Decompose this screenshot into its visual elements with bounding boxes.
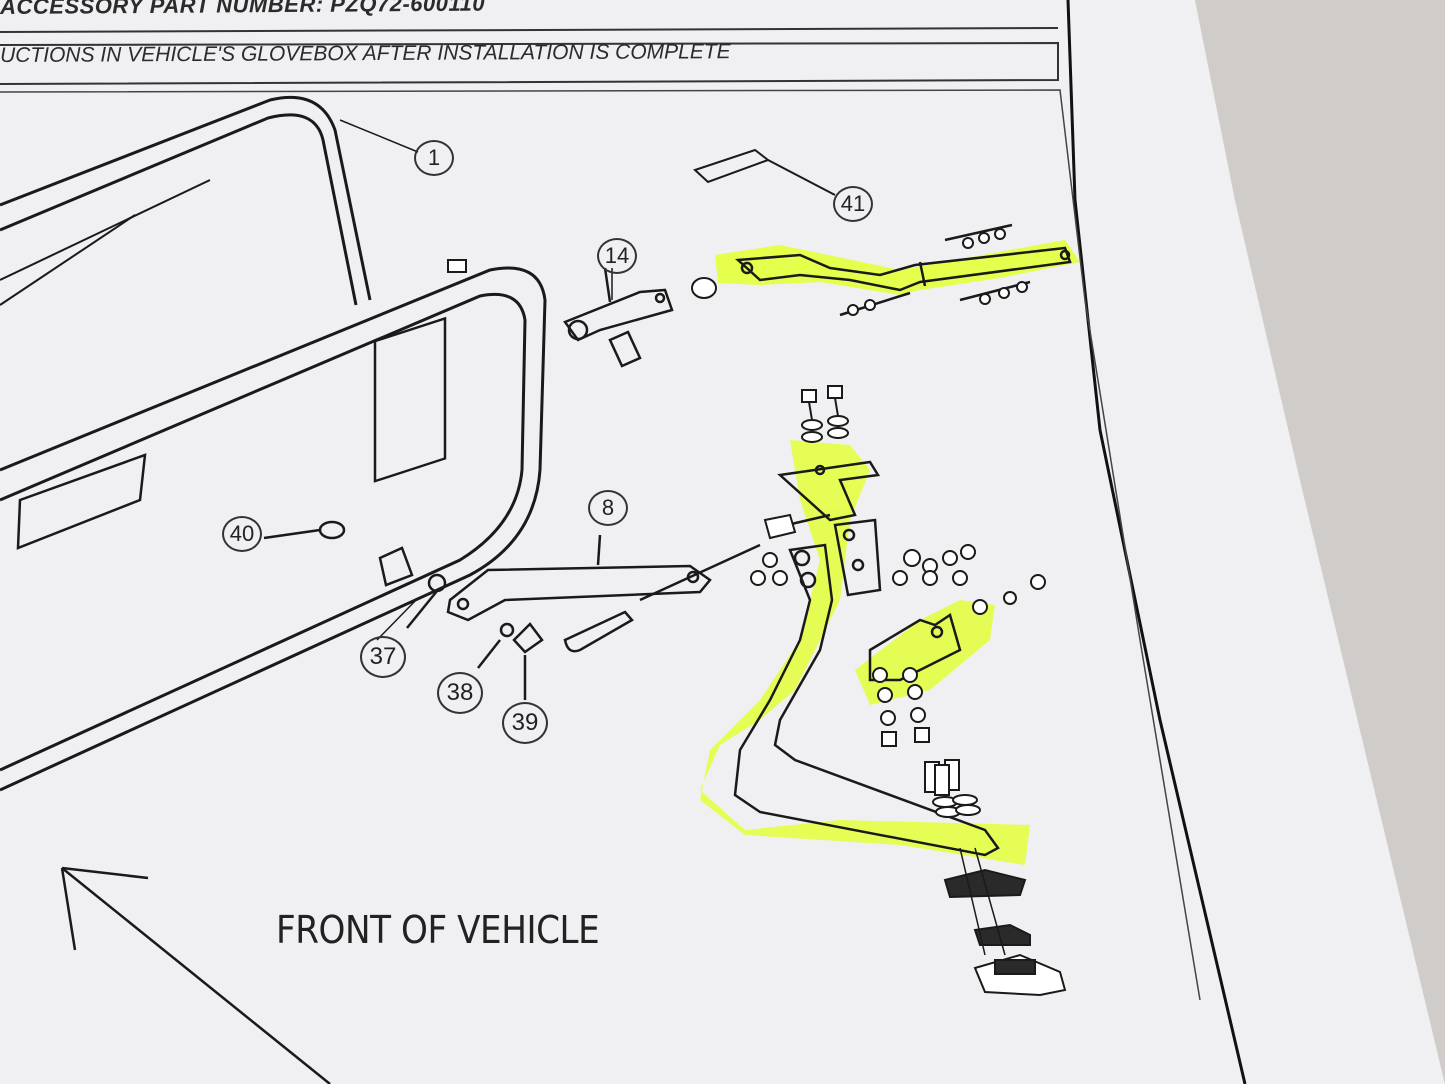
lower-bracket [733, 460, 1000, 857]
callout-40: 40 [222, 516, 262, 552]
callout-39: 39 [502, 702, 548, 744]
part-number-heading: ACCESSORY PART NUMBER: PZQ72-600110 [0, 0, 486, 19]
part-41 [693, 148, 836, 196]
page-border-line [1066, 0, 1247, 1084]
front-of-vehicle-label: FRONT OF VEHICLE [276, 908, 600, 952]
callout-14: 14 [597, 238, 637, 274]
callout-1: 1 [414, 140, 454, 176]
part-8 [263, 520, 761, 700]
clamp-plates [943, 847, 1067, 997]
part-14 [563, 267, 674, 368]
callout-41: 41 [833, 186, 873, 222]
upper-hardware [447, 228, 1028, 316]
callout-8: 8 [588, 490, 628, 526]
upper-bracket-highlight [715, 240, 1080, 295]
front-arrow-icon [60, 866, 331, 1084]
tailgate-frame [0, 95, 547, 792]
callout-38: 38 [437, 672, 483, 714]
callout-37: 37 [360, 636, 406, 678]
lower-hardware [750, 385, 1046, 818]
instruction-note: UCTIONS IN VEHICLE'S GLOVEBOX AFTER INST… [0, 40, 731, 67]
